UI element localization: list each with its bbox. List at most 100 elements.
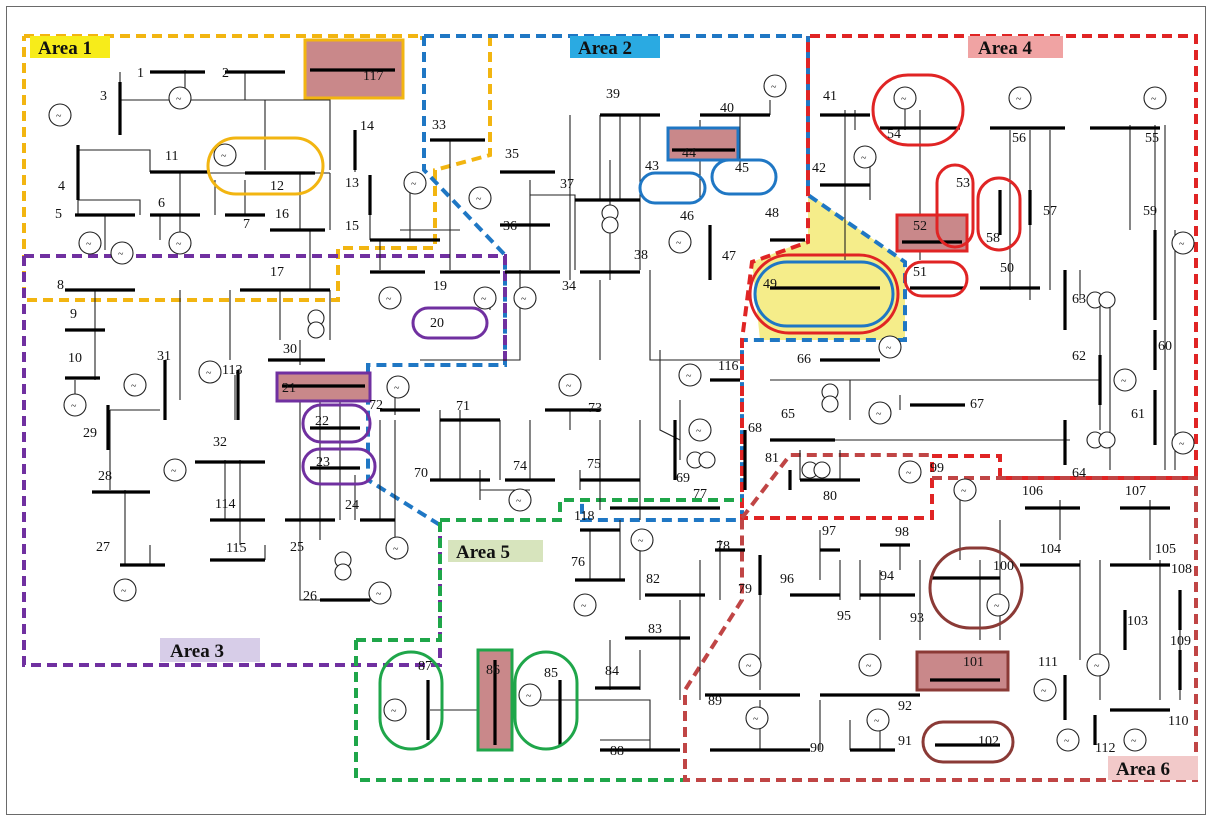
bus-label-110: 110 [1168, 714, 1188, 729]
svg-text:~: ~ [686, 371, 692, 382]
transformers [307, 204, 1116, 581]
bus-label-99: 99 [930, 461, 944, 476]
svg-text:~: ~ [1064, 736, 1070, 747]
svg-text:~: ~ [696, 426, 702, 437]
generator-icon: ~ [368, 581, 392, 605]
generator-icon: ~ [123, 373, 147, 397]
bus-label-104: 104 [1040, 542, 1061, 557]
transformer-icon [821, 383, 839, 413]
bus-52-highlight [895, 213, 969, 253]
bus-49-outline-blue [753, 260, 895, 328]
transformer-icon [601, 204, 619, 234]
svg-text:~: ~ [121, 586, 127, 597]
svg-text:Area 1: Area 1 [38, 38, 92, 59]
bus-label-113: 113 [222, 363, 242, 378]
svg-text:~: ~ [86, 239, 92, 250]
bus-bars [65, 70, 1182, 752]
bus-label-26: 26 [303, 589, 317, 604]
generator-icon: ~ [386, 375, 410, 399]
area4-boundary [740, 34, 1198, 520]
bus-label-73: 73 [588, 401, 602, 416]
bus-label-28: 28 [98, 469, 112, 484]
generator-icon: ~ [110, 241, 134, 265]
bus-label-46: 46 [680, 209, 694, 224]
bus-label-116: 116 [718, 359, 738, 374]
bus-label-111: 111 [1038, 655, 1058, 670]
generator-icon: ~ [513, 286, 537, 310]
bus-label-7: 7 [243, 217, 250, 232]
bus-label-43: 43 [645, 159, 659, 174]
bus-label-67: 67 [970, 397, 984, 412]
svg-text:~: ~ [206, 368, 212, 379]
bus-label-59: 59 [1143, 204, 1157, 219]
bus-label-2: 2 [222, 66, 229, 81]
highlighted-buses [275, 38, 1010, 752]
bus-label-79: 79 [738, 582, 752, 597]
svg-text:~: ~ [176, 94, 182, 105]
bus-label-19: 19 [433, 279, 447, 294]
svg-text:Area 3: Area 3 [170, 641, 224, 662]
bus-label-51: 51 [913, 265, 927, 280]
svg-text:~: ~ [771, 82, 777, 93]
bus-label-93: 93 [910, 611, 924, 626]
bus-label-12: 12 [270, 179, 284, 194]
generator-icon: ~ [213, 143, 237, 167]
generator-icon: ~ [198, 360, 222, 384]
svg-text:~: ~ [521, 294, 527, 305]
generator-icon: ~ [745, 706, 769, 730]
svg-text:~: ~ [753, 714, 759, 725]
svg-text:~: ~ [476, 194, 482, 205]
generator-icon: ~ [168, 231, 192, 255]
svg-text:~: ~ [638, 536, 644, 547]
bus-label-5: 5 [55, 207, 62, 222]
generator-icon: ~ [1143, 86, 1167, 110]
bus-label-42: 42 [812, 161, 826, 176]
bus-label-91: 91 [898, 734, 912, 749]
bus-label-14: 14 [360, 119, 374, 134]
bus-label-29: 29 [83, 426, 97, 441]
svg-text:~: ~ [118, 249, 124, 260]
area-labels: Area 1 Area 2 Area 4 Area 5 Area 3 Area … [30, 36, 1198, 780]
bus-45-outline [710, 158, 778, 196]
bus-label-115: 115 [226, 541, 246, 556]
bus-label-97: 97 [822, 524, 836, 539]
bus-label-96: 96 [780, 572, 794, 587]
bus-label-103: 103 [1127, 614, 1148, 629]
bus-label-37: 37 [560, 177, 574, 192]
bus-label-83: 83 [648, 622, 662, 637]
bus-43-outline [638, 171, 707, 205]
bus-label-23: 23 [316, 455, 330, 470]
svg-text:~: ~ [176, 239, 182, 250]
svg-text:~: ~ [874, 716, 880, 727]
transformer-icon [686, 451, 716, 469]
area-label-6: Area 6 [1108, 756, 1198, 780]
bus-label-75: 75 [587, 457, 601, 472]
bus-label-39: 39 [606, 87, 620, 102]
bus-85-outline [513, 650, 579, 751]
generator-icon: ~ [1086, 653, 1110, 677]
bus-label-74: 74 [513, 459, 527, 474]
bus-label-95: 95 [837, 609, 851, 624]
svg-text:~: ~ [56, 111, 62, 122]
bus-label-57: 57 [1043, 204, 1057, 219]
bus-label-35: 35 [505, 147, 519, 162]
generator-icon: ~ [866, 708, 890, 732]
generator-icon: ~ [508, 488, 532, 512]
bus-label-40: 40 [720, 101, 734, 116]
transformer-icon [1086, 431, 1116, 449]
bus-44-highlight [666, 126, 740, 162]
transformer-icon [307, 309, 325, 339]
generator-icon: ~ [1008, 86, 1032, 110]
svg-text:~: ~ [1121, 376, 1127, 387]
svg-text:~: ~ [676, 238, 682, 249]
bus-label-65: 65 [781, 407, 795, 422]
bus-101-highlight [915, 650, 1010, 692]
svg-text:Area 5: Area 5 [456, 542, 510, 563]
bus-20-outline [411, 306, 489, 340]
area-boundaries [22, 34, 1198, 782]
bus-label-41: 41 [823, 89, 837, 104]
svg-text:Area 2: Area 2 [578, 38, 632, 59]
generator-icon: ~ [1113, 368, 1137, 392]
area5-boundary [354, 498, 742, 782]
